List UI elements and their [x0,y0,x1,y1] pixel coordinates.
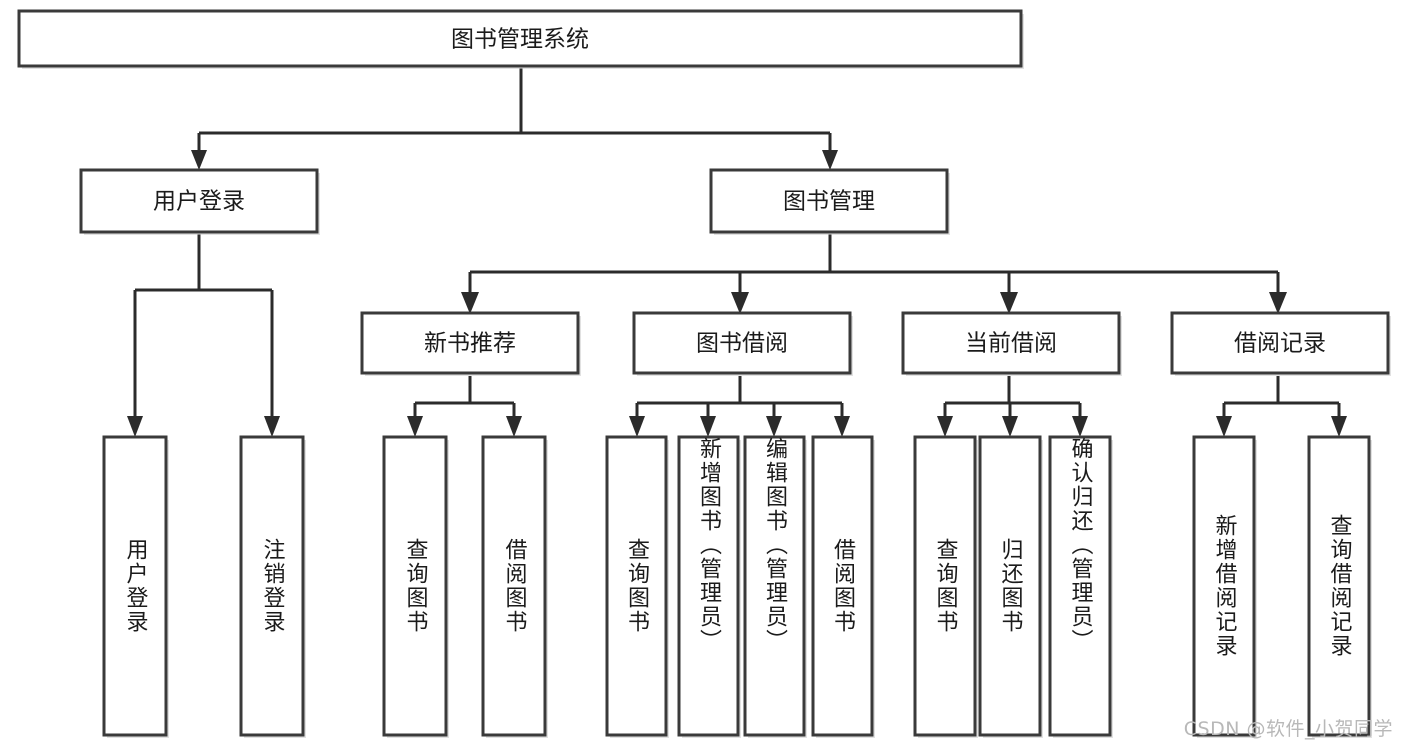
leaf-borrow-book-1-rect[interactable] [481,435,547,737]
leaf-user-login-rect[interactable] [102,435,168,737]
leaf-query-book-2-rect[interactable] [605,435,668,737]
leaf-confirm-return-rect[interactable] [1048,435,1112,737]
arrow-head-leaf-add-book [700,416,716,437]
node-current-borrow[interactable]: 当前借阅 [901,311,1122,376]
arrow-head-newbook [461,292,479,314]
leaf-query-book-3-rect[interactable] [913,435,977,737]
arrow-head-current [1000,292,1018,314]
node-book-borrow[interactable]: 图书借阅 [632,311,853,376]
node-new-book-recommend[interactable]: 新书推荐 [360,311,581,376]
node-current-borrow-label: 当前借阅 [965,331,1057,357]
node-book-management[interactable]: 图书管理 [709,168,950,235]
arrow-head-userlogin [191,150,207,170]
arrow-head-borrow [731,292,749,314]
node-book-management-rect[interactable] [709,168,949,234]
node-new-book-recommend-rect[interactable] [360,311,580,375]
leaf-return-book-rect[interactable] [978,435,1042,737]
node-borrow-record-label: 借阅记录 [1234,331,1326,357]
leaf-add-record-rect[interactable] [1192,435,1256,737]
arrow-head-leaf-confirm-return [1072,416,1088,437]
node-root-label: 图书管理系统 [451,27,589,53]
node-current-borrow-rect[interactable] [901,311,1121,375]
arrow-head-leaf-logout [264,416,280,437]
leaf-borrow-book-2-rect[interactable] [811,435,874,737]
arrow-head-leaf-edit-book [766,416,782,437]
node-book-borrow-rect[interactable] [632,311,852,375]
leaf-query-book-1-rect[interactable] [382,435,448,737]
connector-group [127,68,1347,437]
arrow-head-leaf-query-book-3 [937,416,953,437]
arrow-head-leaf-user-login [127,416,143,437]
node-user-login[interactable]: 用户登录 [79,168,320,235]
node-root[interactable]: 图书管理系统 [17,9,1024,69]
leaf-query-record-rect[interactable] [1307,435,1371,737]
arrow-head-bookmgmt [822,150,838,170]
node-book-borrow-label: 图书借阅 [696,331,788,357]
arrow-head-leaf-query-book-1 [407,416,423,437]
node-new-book-recommend-label: 新书推荐 [424,331,516,357]
node-root-rect[interactable] [17,9,1023,68]
node-borrow-record-rect[interactable] [1170,311,1390,375]
arrow-head-leaf-add-record [1216,416,1232,437]
arrow-head-leaf-borrow-book-1 [506,416,522,437]
leaf-edit-book-rect[interactable] [743,435,806,737]
leaf-box-group [102,435,1372,738]
node-user-login-label: 用户登录 [153,189,245,215]
arrow-head-leaf-return-book [1002,416,1018,437]
leaf-add-book-rect[interactable] [677,435,740,737]
arrow-head-record [1269,292,1287,314]
node-book-management-label: 图书管理 [783,189,875,215]
node-user-login-rect[interactable] [79,168,319,234]
watermark-text: CSDN @软件_小贺同学 [1183,718,1393,740]
arrow-head-leaf-borrow-book-2 [834,416,850,437]
leaf-logout-rect[interactable] [239,435,305,737]
node-borrow-record[interactable]: 借阅记录 [1170,311,1391,376]
arrow-head-leaf-query-record [1331,416,1347,437]
arrow-head-leaf-query-book-2 [629,416,645,437]
